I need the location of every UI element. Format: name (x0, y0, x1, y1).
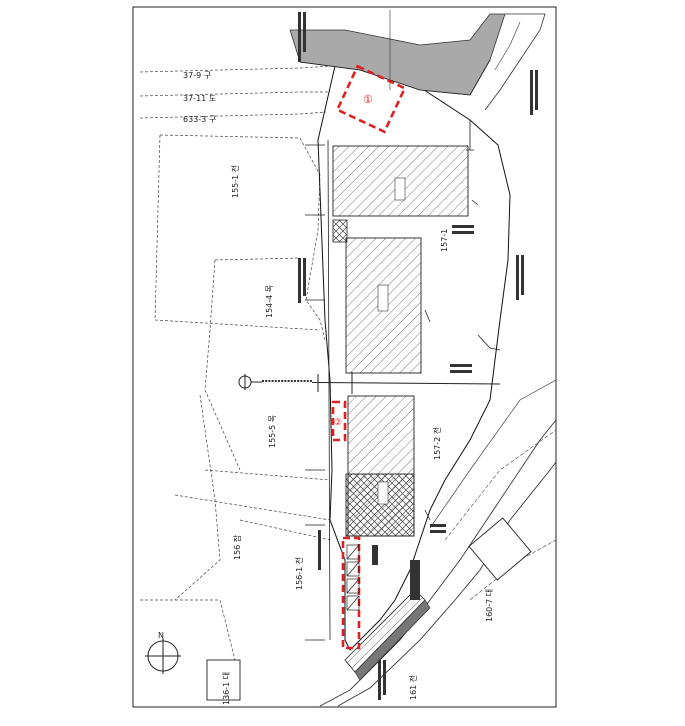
label-154-4: 154-4 목 (265, 285, 274, 318)
highlight-area-middle (331, 400, 347, 442)
small-text-blocks (298, 12, 538, 700)
boundary-line-west (327, 139, 331, 641)
building-160-7 (468, 517, 532, 581)
site-outline (317, 65, 511, 651)
label-157-1: 157-1 (440, 229, 449, 252)
building-136-1 (206, 659, 241, 701)
label-156: 156 잡 (232, 534, 242, 560)
label-155-1: 155-1 전 (230, 165, 240, 198)
parking-stalls (346, 544, 360, 611)
label-633-3: 633-3 구 (183, 115, 216, 124)
road-edge-1 (319, 419, 557, 707)
building-top-tag (394, 177, 406, 201)
north-label: N (158, 631, 164, 640)
parcel-boundaries (139, 65, 331, 681)
building-middle-tag (377, 284, 389, 312)
label-37-9: 37-9 구 (183, 71, 211, 80)
small-structure (332, 219, 348, 243)
label-155-5: 155-5 목 (268, 415, 277, 448)
label-160-7: 160-7 대 (485, 589, 494, 622)
marker-circle-mid: ② (334, 418, 342, 428)
marker-circle-top: ① (363, 93, 373, 106)
label-37-11: 37-11 도 (183, 94, 216, 103)
label-136-1: 136-1 대 (222, 672, 231, 705)
label-156-1: 156-1 전 (294, 557, 304, 590)
label-157-2: 157-2 전 (432, 427, 442, 460)
annotation-ticks (305, 120, 501, 641)
north-arrow-icon (145, 638, 181, 674)
label-161: 161 전 (408, 675, 418, 700)
highlight-area-top (335, 64, 407, 134)
